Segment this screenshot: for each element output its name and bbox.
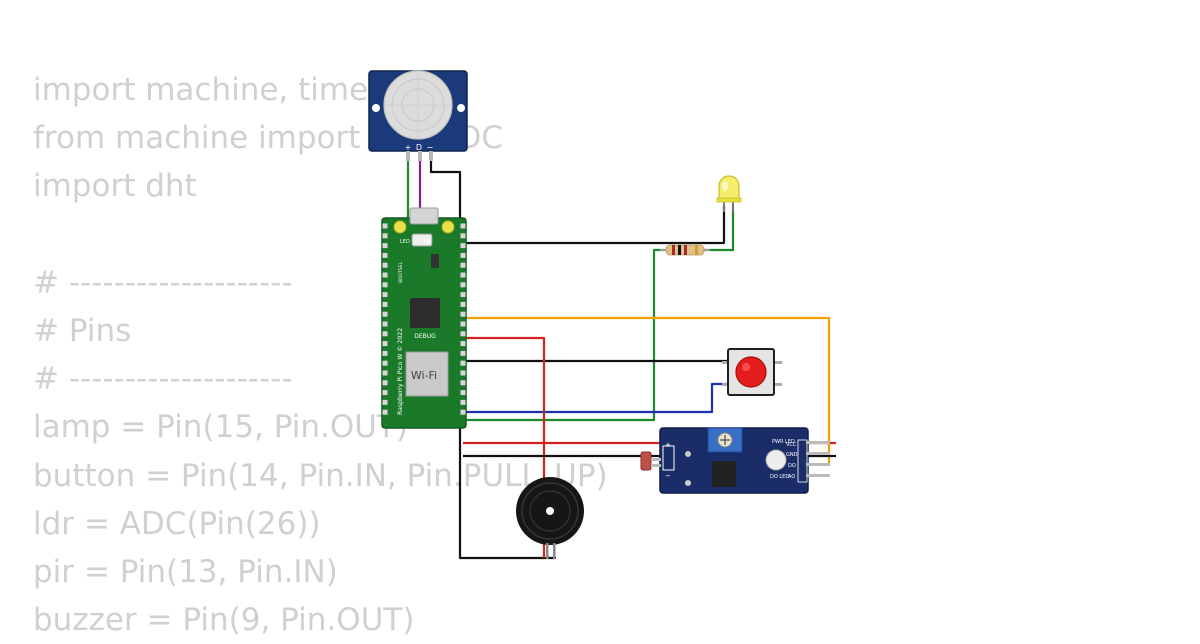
pico-usb-label: USB [420, 239, 431, 245]
code-line: ldr = ADC(Pin(26)) [33, 505, 321, 542]
code-line: import dht [33, 168, 197, 205]
button-cap[interactable] [735, 356, 767, 388]
pico-pin[interactable] [460, 233, 466, 239]
raspberry-pi-pico-w[interactable]: LED USB DEBUG Wi-Fi Raspberry Pi Pico W … [381, 207, 467, 429]
ldr-light-sensor-module[interactable]: + − PWR LED DO LED VCC GND DO AO [640, 427, 830, 494]
pico-pin[interactable] [382, 311, 388, 317]
pico-pin[interactable] [382, 243, 388, 249]
ldr-do-label: DO [788, 463, 796, 469]
pico-left-header [382, 223, 388, 415]
code-line: pir = Pin(13, Pin.IN) [33, 553, 338, 590]
pir-motion-sensor[interactable]: + D − [368, 70, 468, 161]
pir-pin-d-label: D [416, 143, 422, 152]
pico-pin[interactable] [460, 301, 466, 307]
pico-pin[interactable] [460, 380, 466, 386]
pico-pin[interactable] [460, 390, 466, 396]
ldr-plus-label: + [665, 441, 671, 449]
pico-pin[interactable] [460, 243, 466, 249]
pico-led-label: LED [400, 239, 410, 245]
pico-pin[interactable] [460, 409, 466, 415]
ldr-minus-label: − [665, 472, 671, 480]
pico-bootsel-label: BOOTSEL [398, 261, 404, 283]
pico-pin[interactable] [382, 399, 388, 405]
pico-pin[interactable] [460, 262, 466, 268]
pico-pin[interactable] [460, 360, 466, 366]
pico-right-header [460, 223, 466, 415]
pico-pin[interactable] [382, 390, 388, 396]
pico-pin[interactable] [382, 272, 388, 278]
wire-pir-gnd[interactable] [429, 160, 556, 560]
pico-pin[interactable] [382, 409, 388, 415]
pir-pin-plus-label: + [405, 143, 412, 152]
pico-pin[interactable] [460, 370, 466, 376]
wire-resistor-pico[interactable] [463, 248, 664, 422]
pico-pin[interactable] [460, 252, 466, 258]
pico-pin[interactable] [382, 262, 388, 268]
pico-pin[interactable] [382, 301, 388, 307]
comparator-chip [712, 461, 736, 487]
code-line: button = Pin(14, Pin.IN, Pin.PULL_UP) [33, 457, 608, 494]
ldr-do-led-label: DO LED [770, 474, 789, 480]
ldr-ao-label: AO [788, 474, 795, 480]
ldr-gnd-label: GND [786, 452, 798, 458]
ldr-vcc-label: VCC [786, 442, 797, 448]
ldr-pwr-led-label: PWR LED [772, 439, 795, 445]
push-button[interactable] [722, 348, 782, 396]
pico-pin[interactable] [382, 360, 388, 366]
pico-pin[interactable] [382, 233, 388, 239]
pico-pin[interactable] [460, 223, 466, 229]
pico-chip-small [431, 254, 439, 268]
pico-pin[interactable] [382, 282, 388, 288]
pico-pin[interactable] [382, 223, 388, 229]
pir-pin-minus-label: − [427, 143, 434, 152]
pico-pin[interactable] [460, 282, 466, 288]
pico-pin[interactable] [460, 399, 466, 405]
usb-connector [409, 207, 439, 225]
wifi-module [405, 351, 449, 397]
pico-pin[interactable] [460, 321, 466, 327]
resistor[interactable] [660, 244, 710, 256]
pico-pin[interactable] [460, 350, 466, 356]
wire-led-gnd[interactable] [463, 206, 726, 245]
photoresistor [640, 451, 652, 471]
pico-pin[interactable] [460, 292, 466, 298]
pico-debug-label: DEBUG [414, 333, 436, 340]
pico-pin[interactable] [460, 331, 466, 337]
pico-pin[interactable] [460, 272, 466, 278]
pico-pin[interactable] [382, 350, 388, 356]
code-line: # -------------------- [33, 361, 293, 398]
code-line: # Pins [33, 312, 132, 349]
bootsel-button[interactable] [411, 233, 433, 247]
pico-board-name: Raspberry Pi Pico W © 2022 [396, 328, 404, 415]
pico-pin[interactable] [382, 370, 388, 376]
pico-pin[interactable] [382, 341, 388, 347]
yellow-led[interactable] [716, 175, 742, 212]
pico-wifi-label: Wi-Fi [411, 369, 437, 382]
wire-ldr-ao[interactable] [463, 316, 831, 466]
pico-pin[interactable] [382, 331, 388, 337]
rp2040-chip [410, 298, 440, 328]
pico-pin[interactable] [382, 292, 388, 298]
circuit-canvas[interactable]: + D − LED USB DEBUG Wi-Fi Raspberry Pi P… [0, 0, 1200, 630]
code-line: import machine, time [33, 72, 369, 108]
pico-pin[interactable] [460, 341, 466, 347]
code-line: # -------------------- [33, 264, 293, 301]
pico-pin[interactable] [382, 252, 388, 258]
wire-led-signal[interactable] [703, 206, 735, 252]
pico-pin[interactable] [382, 380, 388, 386]
pico-pin[interactable] [460, 311, 466, 317]
pico-pin[interactable] [382, 321, 388, 327]
wire-button-signal[interactable] [385, 382, 728, 414]
piezo-buzzer[interactable] [516, 477, 584, 559]
